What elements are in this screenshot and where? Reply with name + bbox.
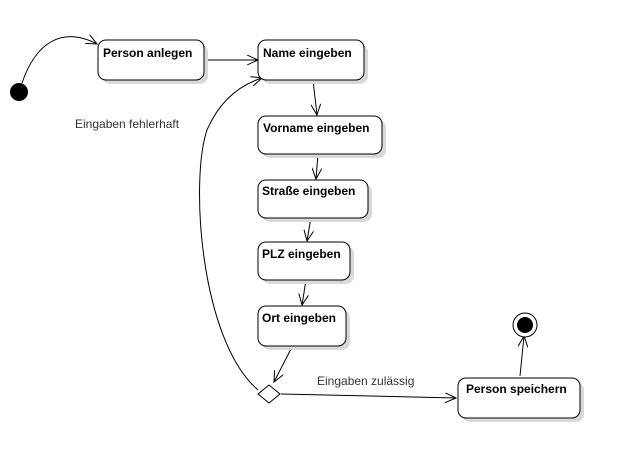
- edge-decision-to-person-speichern: [280, 394, 456, 398]
- initial-node: [10, 83, 28, 101]
- guard-label-zulaessig: Eingaben zulässig: [317, 374, 414, 388]
- action-vorname-eingeben-label: Vorname eingeben: [263, 121, 369, 135]
- action-name-eingeben-label: Name eingeben: [263, 46, 352, 60]
- guard-label-fehlerhaft: Eingaben fehlerhaft: [75, 117, 180, 131]
- action-plz-eingeben: PLZ eingeben: [257, 241, 354, 284]
- decision-node: [257, 384, 281, 404]
- edge-name-to-vorname: [313, 79, 317, 115]
- action-ort-eingeben-label: Ort eingeben: [262, 311, 336, 325]
- edge-ort-to-decision: [274, 346, 293, 382]
- edge-vorname-to-strasse: [316, 153, 318, 179]
- action-person-speichern: Person speichern: [457, 377, 584, 422]
- edge-speichern-to-final: [520, 336, 524, 377]
- edge-plz-to-ort: [302, 279, 306, 305]
- action-strasse-eingeben: Straße eingeben: [257, 179, 372, 222]
- action-vorname-eingeben: Vorname eingeben: [257, 115, 386, 158]
- action-strasse-eingeben-label: Straße eingeben: [262, 184, 355, 198]
- action-name-eingeben: Name eingeben: [257, 39, 368, 84]
- action-person-anlegen: Person anlegen: [97, 39, 208, 84]
- action-person-speichern-label: Person speichern: [466, 382, 567, 396]
- edge-decision-to-name-loop: [199, 78, 262, 391]
- action-plz-eingeben-label: PLZ eingeben: [262, 247, 341, 261]
- final-node-core: [517, 317, 533, 333]
- action-ort-eingeben: Ort eingeben: [257, 305, 350, 350]
- action-person-anlegen-label: Person anlegen: [103, 46, 192, 60]
- edge-initial-to-person-anlegen: [21, 37, 97, 84]
